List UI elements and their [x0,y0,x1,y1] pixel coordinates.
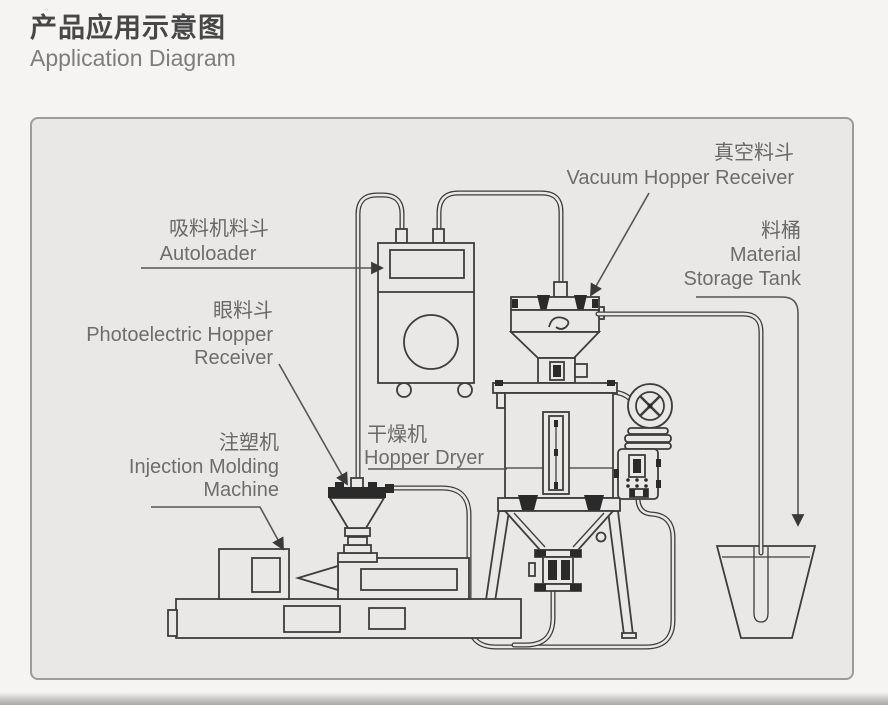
label-dryer-en: Hopper Dryer [364,447,484,469]
pipe-vacuum-hopper-to-tank [598,314,761,553]
dryer-top-flange [492,382,618,394]
dryer-cone-inlet [595,531,607,543]
page-title: 产品应用示意图 Application Diagram [30,12,236,73]
label-material-tank-zh: 料桶 [761,219,801,242]
autoloader-figure [377,228,475,398]
blower-bellows [627,427,669,435]
label-injection-machine: 注塑机 Injection Molding Machine [129,431,279,501]
autoloader-wheel-right [457,382,473,398]
photoelectric-hopper-cone [328,497,386,529]
vacuum-hopper-body [510,309,600,333]
label-autoloader-zh: 吸料机料斗 [169,217,269,240]
dryer-blower-figure [624,383,673,450]
photoelectric-hopper-figure [328,477,394,563]
control-switch-icon [633,459,641,473]
label-injection-en1: Injection Molding [129,456,279,478]
label-vacuum-hopper-en: Vacuum Hopper Receiver [566,167,794,189]
label-injection-zh: 注塑机 [219,431,279,454]
material-storage-tank-figure [715,545,817,639]
autoloader-port-left [395,228,408,244]
callout-storage-tank [696,296,805,527]
dryer-discharge-valve [528,549,582,592]
photoelectric-hopper-lid [328,487,386,498]
autoloader-port-right [432,228,445,244]
label-vacuum-hopper-zh: 真空料斗 [714,141,794,164]
callout-injection-machine [151,506,284,551]
label-injection-en2: Machine [203,479,279,501]
storage-tank-body [715,545,817,639]
label-dryer-zh: 干燥机 [367,423,427,446]
label-vacuum-hopper: 真空料斗 Vacuum Hopper Receiver [566,141,794,189]
label-material-tank-en1: Material [730,244,801,266]
label-photoelectric-en2: Receiver [194,347,273,369]
diagram-panel: 真空料斗 Vacuum Hopper Receiver 料桶 Material … [30,117,854,680]
application-diagram: 真空料斗 Vacuum Hopper Receiver 料桶 Material … [86,141,817,683]
label-hopper-dryer: 干燥机 Hopper Dryer [364,423,484,469]
vacuum-hopper-cone [508,331,602,359]
dryer-control-box [614,448,661,500]
page-bottom-shadow [0,692,888,705]
label-photoelectric-zh: 眼料斗 [213,299,273,322]
vacuum-hopper-swirl-icon [548,316,570,330]
imm-base [175,598,522,639]
dryer-leg-right [606,510,635,636]
autoloader-motor-circle [403,314,459,370]
vacuum-hopper-receiver-figure [508,281,605,384]
autoloader-panel [389,249,465,279]
photoelectric-hopper-mount [337,552,378,563]
label-photoelectric-en1: Photoelectric Hopper [86,324,273,346]
autoloader-wheel-left [396,382,412,398]
label-photoelectric-hopper: 眼料斗 Photoelectric Hopper Receiver [86,299,273,369]
label-autoloader: 吸料机料斗 Autoloader [160,217,269,265]
callout-photoelectric-hopper [278,363,348,486]
vacuum-hopper-inlet [553,281,568,298]
label-material-tank: 料桶 Material Storage Tank [684,219,802,290]
callout-vacuum-hopper [590,192,650,297]
dryer-cone [502,510,616,551]
imm-nozzle [294,564,339,592]
tank-suction-lance [753,547,769,623]
page-title-en: Application Diagram [30,45,236,72]
page-title-zh: 产品应用示意图 [30,13,226,43]
label-autoloader-en: Autoloader [160,243,257,265]
injection-molding-machine-figure [167,548,522,639]
label-material-tank-en2: Storage Tank [684,268,802,290]
photoelectric-hopper-inlet [350,477,364,489]
